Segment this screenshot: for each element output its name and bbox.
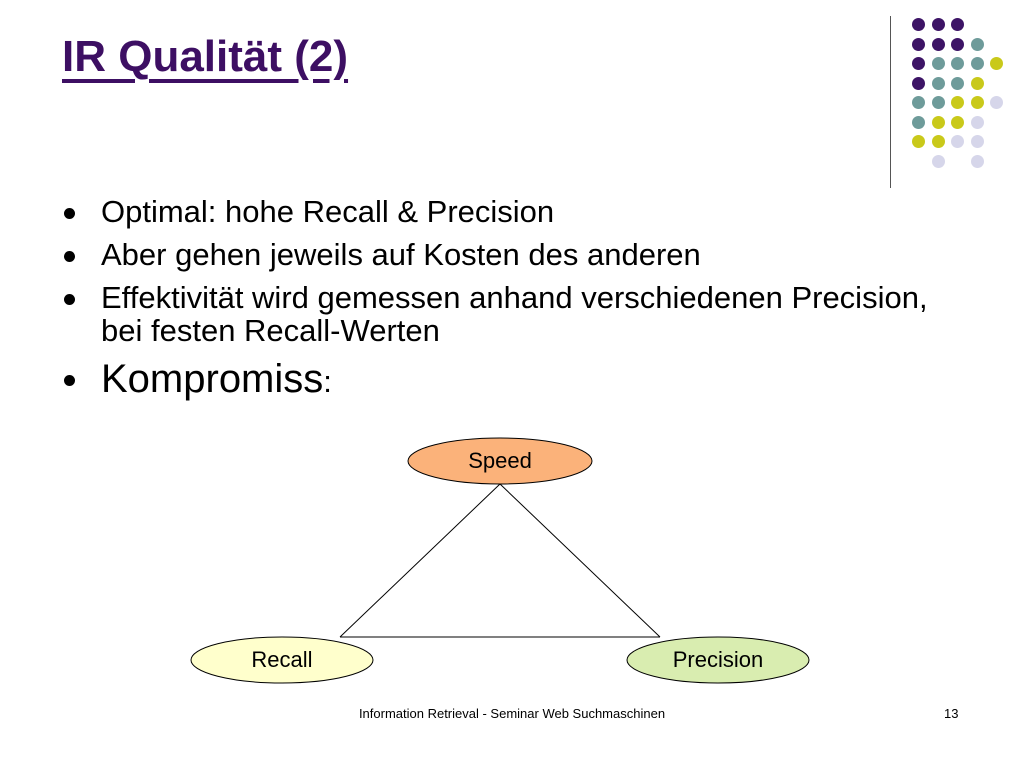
- decor-dot: [970, 37, 984, 51]
- node-recall-label: Recall: [251, 647, 313, 672]
- decor-dot: [931, 115, 945, 129]
- decor-dot: [951, 135, 964, 148]
- page-number: 13: [944, 706, 959, 721]
- bullet-item: Aber gehen jeweils auf Kosten des andere…: [64, 238, 964, 271]
- decor-dot: [970, 57, 984, 70]
- bullet-text: Kompromiss: [101, 357, 324, 401]
- footer-text: Information Retrieval - Seminar Web Such…: [358, 706, 666, 721]
- decor-dot: [912, 37, 925, 51]
- bullet-item: Effektivität wird gemessen anhand versch…: [64, 281, 964, 347]
- decor-dot: [912, 135, 925, 148]
- decor-dot: [970, 115, 984, 129]
- decor-dot: [990, 96, 1003, 109]
- decor-dot: [931, 37, 945, 51]
- node-speed: [407, 437, 593, 485]
- decor-dot: [912, 96, 925, 109]
- decor-dot: [951, 96, 964, 109]
- decor-dot: [912, 115, 925, 129]
- decor-dot: [951, 76, 964, 90]
- decor-divider-line: [890, 16, 891, 188]
- decor-dot: [970, 135, 984, 148]
- decor-dot: [912, 57, 925, 70]
- node-precision: [626, 636, 810, 684]
- bullet-text: Aber gehen jeweils auf Kosten des andere…: [101, 237, 701, 272]
- slide-title: IR Qualität (2): [62, 32, 349, 81]
- decor-dot: [912, 18, 925, 31]
- decor-dot: [990, 57, 1003, 70]
- decor-dot: [951, 115, 964, 129]
- node-recall: [190, 636, 374, 684]
- decor-dot: [931, 154, 945, 168]
- decor-dot: [912, 76, 925, 90]
- edge-speed-recall: [339, 483, 501, 638]
- decor-dot: [970, 96, 984, 109]
- decor-dot: [931, 135, 945, 148]
- decor-dot: [931, 18, 945, 31]
- bullet-list: Optimal: hohe Recall & Precision Aber ge…: [64, 195, 964, 414]
- bullet-dot-icon: [64, 208, 75, 219]
- decor-dot: [951, 57, 964, 70]
- decor-dot: [951, 37, 964, 51]
- decor-dot: [931, 57, 945, 70]
- bullet-dot-icon: [64, 294, 75, 305]
- bullet-dot-icon: [64, 251, 75, 262]
- decor-dot: [970, 76, 984, 90]
- decor-dot: [931, 76, 945, 90]
- decor-dot-grid: [0, 0, 1024, 200]
- bullet-text: Effektivität wird gemessen anhand versch…: [101, 280, 928, 348]
- edge-speed-precision: [499, 483, 661, 638]
- node-precision-label: Precision: [672, 647, 764, 672]
- bullet-text: Optimal: hohe Recall & Precision: [101, 194, 555, 229]
- node-speed-label: Speed: [468, 448, 532, 473]
- bullet-dot-icon: [64, 375, 75, 386]
- decor-dot: [951, 18, 964, 31]
- bullet-item: Optimal: hohe Recall & Precision: [64, 195, 964, 228]
- decor-dot: [970, 154, 984, 168]
- bullet-item-emphasis: Kompromiss:: [64, 357, 964, 404]
- bullet-suffix: :: [323, 364, 332, 399]
- decor-dot: [931, 96, 945, 109]
